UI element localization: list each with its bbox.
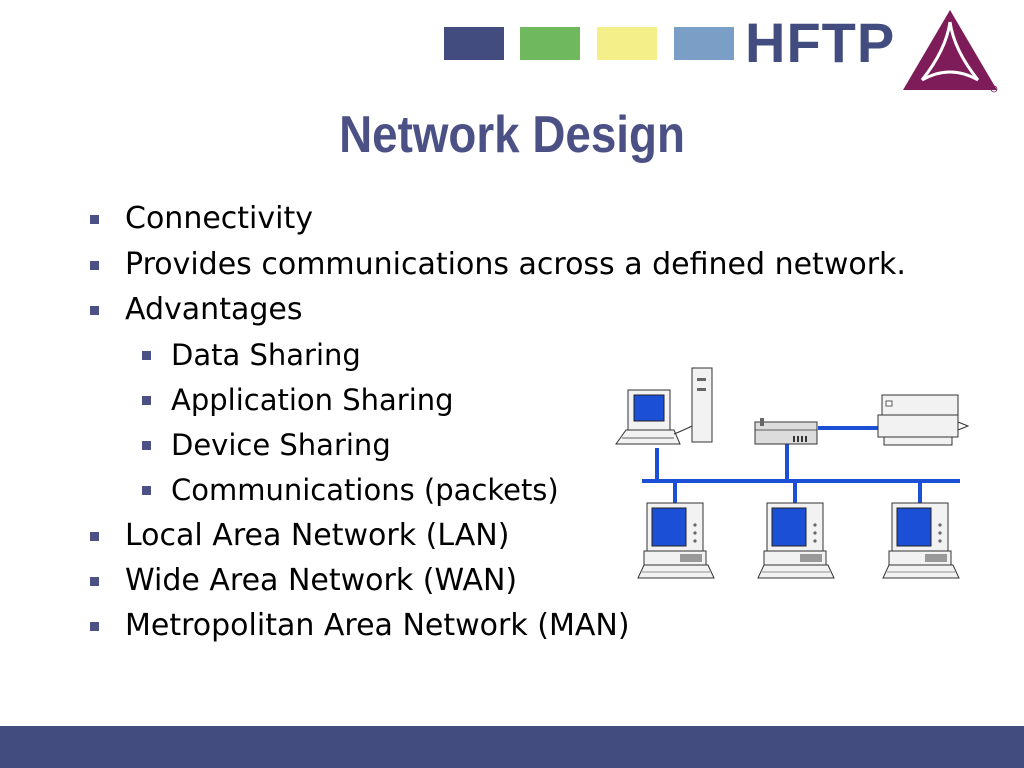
- bullet-marker-icon: [90, 532, 99, 541]
- bullet-marker-icon: [90, 577, 99, 586]
- workstation-3-icon: [882, 502, 960, 579]
- bullet-text: Metropolitan Area Network (MAN): [125, 608, 630, 643]
- bullet-marker-icon: [90, 261, 99, 270]
- bullet-text: Data Sharing: [171, 338, 361, 372]
- bullet-item: Communications (packets): [142, 470, 559, 510]
- bullet-item: Connectivity: [90, 199, 313, 239]
- bullet-marker-icon: [142, 441, 151, 450]
- network-diagram: [615, 367, 970, 579]
- workstation-2-icon: [757, 502, 835, 579]
- bullet-item: Local Area Network (LAN): [90, 516, 510, 556]
- hub-icon: [754, 418, 818, 445]
- bullet-text: Application Sharing: [171, 383, 454, 417]
- header-swatch-yellow: [597, 27, 657, 60]
- bullet-text: Device Sharing: [171, 428, 391, 462]
- bullet-item: Application Sharing: [142, 380, 454, 420]
- brand-logo-icon: [903, 10, 998, 93]
- bullet-item: Device Sharing: [142, 425, 391, 465]
- header-swatch-green: [520, 27, 580, 60]
- bullet-text: Wide Area Network (WAN): [125, 563, 518, 598]
- bullet-text: Local Area Network (LAN): [125, 518, 510, 553]
- bullet-marker-icon: [142, 486, 151, 495]
- header-swatch-steel: [674, 27, 734, 60]
- bullet-text: Connectivity: [125, 201, 313, 236]
- bullet-marker-icon: [90, 306, 99, 315]
- bullet-text: Advantages: [125, 292, 303, 327]
- bullet-marker-icon: [142, 396, 151, 405]
- server-computer-icon: [615, 367, 713, 445]
- bullet-text: Communications (packets): [171, 473, 559, 507]
- bullet-item: Provides communications across a defined…: [90, 245, 906, 285]
- bullet-marker-icon: [142, 351, 151, 360]
- workstation-1-icon: [637, 502, 715, 579]
- bullet-marker-icon: [90, 622, 99, 631]
- bullet-item: Wide Area Network (WAN): [90, 561, 518, 601]
- footer-bar: [0, 726, 1024, 768]
- bullet-text: Provides communications across a defined…: [125, 247, 906, 282]
- bullet-item: Data Sharing: [142, 335, 361, 375]
- header-swatch-navy: [444, 27, 504, 60]
- bullet-item: Metropolitan Area Network (MAN): [90, 606, 630, 646]
- slide-title: Network Design: [339, 106, 685, 164]
- bullet-item: Advantages: [90, 290, 303, 330]
- bullet-marker-icon: [90, 215, 99, 224]
- brand-wordmark: HFTP: [745, 11, 896, 74]
- printer-icon: [877, 394, 970, 446]
